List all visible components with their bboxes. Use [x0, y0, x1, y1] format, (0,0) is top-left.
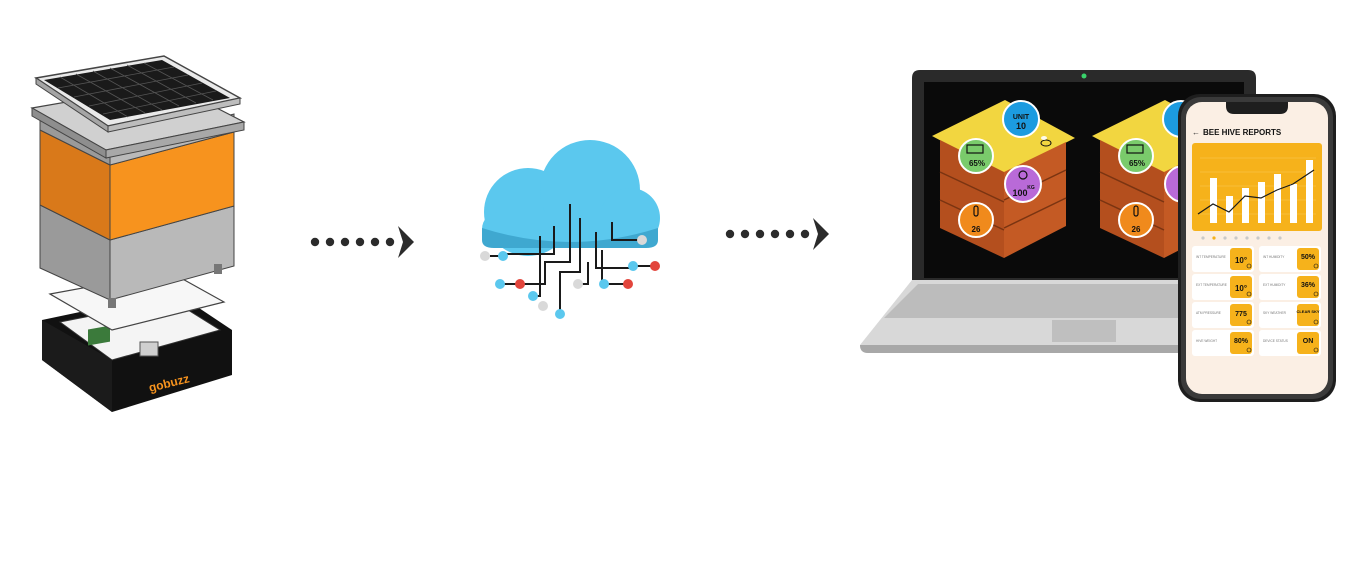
thermometer-icon: [1133, 205, 1139, 217]
circuit-board: [88, 325, 110, 346]
droplet-icon: [1313, 291, 1319, 297]
flow-arrow-1: [310, 226, 414, 258]
unit-value: 10: [1016, 121, 1026, 131]
stat-card-label: EXT HUMIDITY: [1263, 283, 1286, 287]
temperature-value: 26: [1132, 225, 1141, 234]
droplet-icon: [1313, 263, 1319, 269]
temperature-badge-2: 26: [1118, 202, 1154, 238]
report-chart: [1192, 143, 1322, 240]
battery-badge: 65%: [958, 138, 994, 174]
thermometer-icon: [973, 205, 979, 217]
solar-panel: [34, 55, 243, 133]
scale-icon: [1246, 347, 1252, 353]
gauge-icon: [1246, 319, 1252, 325]
thermometer-icon: [1246, 263, 1252, 269]
network-nodes: [480, 235, 660, 319]
stat-card-value: ON: [1303, 338, 1314, 345]
stat-card[interactable]: INT HUMIDITY 50%: [1259, 246, 1321, 272]
stat-card-value: 80%: [1234, 338, 1249, 345]
stat-cards: INT TEMPERATURE 10° INT HUMIDITY 50% EXT…: [1192, 246, 1321, 356]
battery-icon: [1126, 144, 1144, 154]
stat-card-value: 775: [1235, 311, 1247, 318]
stat-card-label: SKY WEATHER: [1263, 311, 1287, 315]
stat-card-value: 10°: [1235, 284, 1247, 293]
sensor-chip: [139, 341, 159, 357]
stat-card-label: INT HUMIDITY: [1263, 255, 1285, 259]
phone-notch: [1226, 102, 1288, 114]
temperature-value: 26: [972, 225, 981, 234]
stat-card[interactable]: ATM PRESSURE 775: [1192, 302, 1254, 328]
back-arrow-icon[interactable]: ←: [1192, 128, 1200, 137]
unit-label: UNIT: [1013, 114, 1030, 121]
smart-beehive: gobuzz: [30, 55, 246, 412]
stat-card-label: INT TEMPERATURE: [1196, 255, 1226, 259]
stat-card[interactable]: DEVICE STATUS ON: [1259, 330, 1321, 356]
stat-card[interactable]: EXT TEMPERATURE 10°: [1192, 274, 1254, 300]
battery-value: 65%: [1129, 159, 1145, 168]
stat-card-label: DEVICE STATUS: [1263, 339, 1288, 343]
scale-icon: [1018, 170, 1028, 180]
phone-title: BEE HIVE REPORTS: [1203, 128, 1282, 137]
stat-card[interactable]: INT TEMPERATURE 10°: [1192, 246, 1254, 272]
thermometer-icon: [1246, 291, 1252, 297]
stat-card-value: CLEAR SKY: [1296, 309, 1319, 314]
webcam-indicator: [1081, 73, 1087, 79]
power-icon: [1313, 347, 1319, 353]
flow-arrow-2: [725, 218, 829, 250]
stat-card-value: 36%: [1301, 282, 1316, 289]
stat-card-label: HIVE WEIGHT: [1196, 339, 1217, 343]
battery-badge-2: 65%: [1118, 138, 1154, 174]
stat-card[interactable]: SKY WEATHER CLEAR SKY: [1259, 302, 1321, 328]
bee-icon: [1040, 136, 1052, 147]
trackpad: [1052, 320, 1116, 342]
temperature-badge: 26: [958, 202, 994, 238]
cloud-network: [480, 140, 660, 319]
battery-icon: [966, 144, 984, 154]
smartphone: ← BEE HIVE REPORTS: [1178, 94, 1336, 402]
stat-card-label: ATM PRESSURE: [1196, 311, 1221, 315]
stat-card-label: EXT TEMPERATURE: [1196, 283, 1227, 287]
stat-card-value: 10°: [1235, 256, 1247, 265]
battery-value: 65%: [969, 159, 985, 168]
weight-unit: KG: [1027, 185, 1035, 191]
unit-badge: UNIT 10: [1002, 100, 1040, 138]
stat-card[interactable]: EXT HUMIDITY 36%: [1259, 274, 1321, 300]
sun-icon: [1313, 319, 1319, 325]
dashboard-hive-1: UNIT 10 65% 100 KG 26: [932, 100, 1075, 258]
stat-card-value: 50%: [1301, 254, 1316, 261]
weight-value: 100: [1012, 188, 1027, 198]
stat-card[interactable]: HIVE WEIGHT 80%: [1192, 330, 1254, 356]
weight-badge: 100 KG: [1004, 165, 1042, 203]
